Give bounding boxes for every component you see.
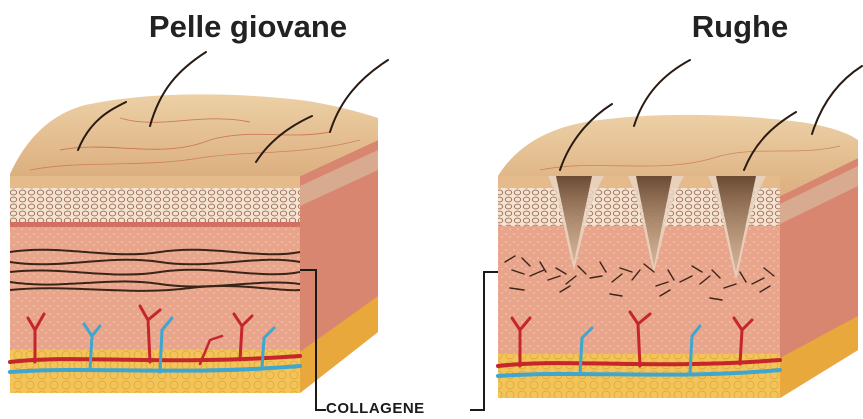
young-skin-block <box>10 52 388 393</box>
wrinkled-skin-block <box>498 60 862 398</box>
young-dermis <box>10 222 300 350</box>
young-skin-surface <box>10 94 378 176</box>
collagen-label: COLLAGENE <box>326 400 425 418</box>
young-epidermis <box>10 188 300 222</box>
